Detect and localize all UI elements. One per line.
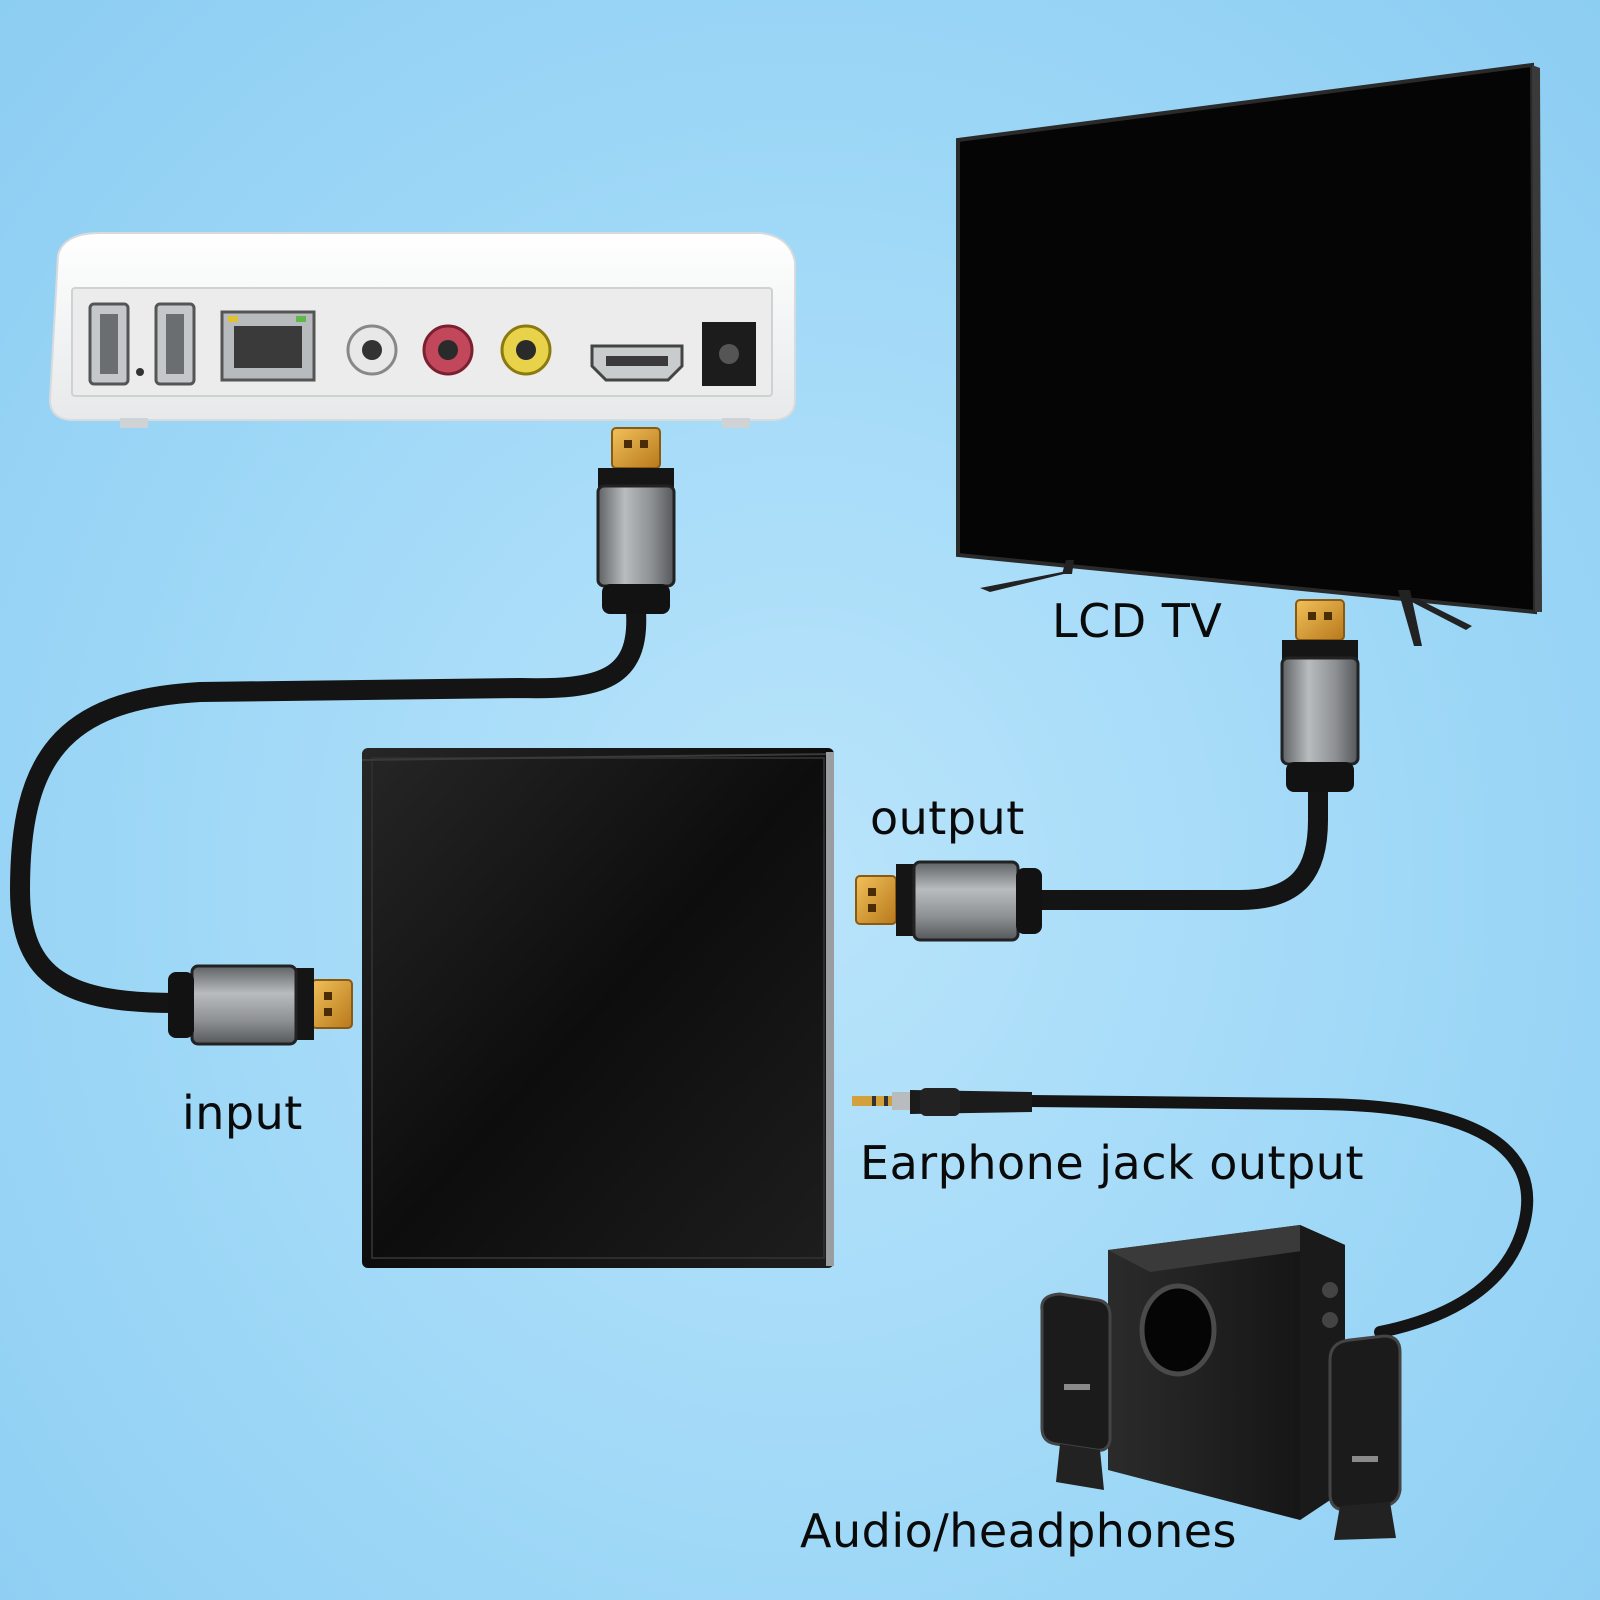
input-label: input: [182, 1086, 303, 1140]
set-top-box: [48, 232, 796, 428]
rca-yellow-port: [500, 324, 552, 376]
lcd-tv-label: LCD TV: [1052, 594, 1223, 648]
ethernet-port: [220, 310, 316, 382]
hdmi-connector-tv: [1280, 599, 1360, 792]
hdmi-cable-output-to-tv: [1010, 776, 1328, 910]
usb-port-1: [88, 302, 130, 386]
earphone-jack-output-label: Earphone jack output: [860, 1136, 1364, 1190]
audio-cable: [1024, 1095, 1534, 1338]
speaker-system: [1040, 1225, 1402, 1540]
output-label: output: [870, 791, 1025, 845]
usb-port-2: [154, 302, 196, 386]
converter-box: [361, 748, 835, 1268]
lcd-tv: [956, 62, 1542, 646]
audio-headphones-label: Audio/headphones: [800, 1504, 1238, 1558]
rca-white-port: [346, 324, 398, 376]
earphone-jack-plug: [852, 1088, 1032, 1116]
hdmi-port: [590, 344, 684, 382]
satellite-speaker-right: [1328, 1334, 1402, 1540]
satellite-speaker-left: [1040, 1292, 1112, 1490]
hdmi-connector-input: [168, 964, 353, 1046]
power-port: [702, 322, 756, 386]
hdmi-cable-settop-to-input: [9, 602, 647, 1013]
tv-stand-left: [980, 560, 1074, 592]
hdmi-connector-settop: [596, 427, 676, 614]
hdmi-connector-output: [855, 860, 1042, 942]
cables: [9, 602, 1534, 1338]
tv-stand-right: [1398, 590, 1472, 646]
subwoofer: [1108, 1225, 1345, 1520]
rca-red-port: [422, 324, 474, 376]
